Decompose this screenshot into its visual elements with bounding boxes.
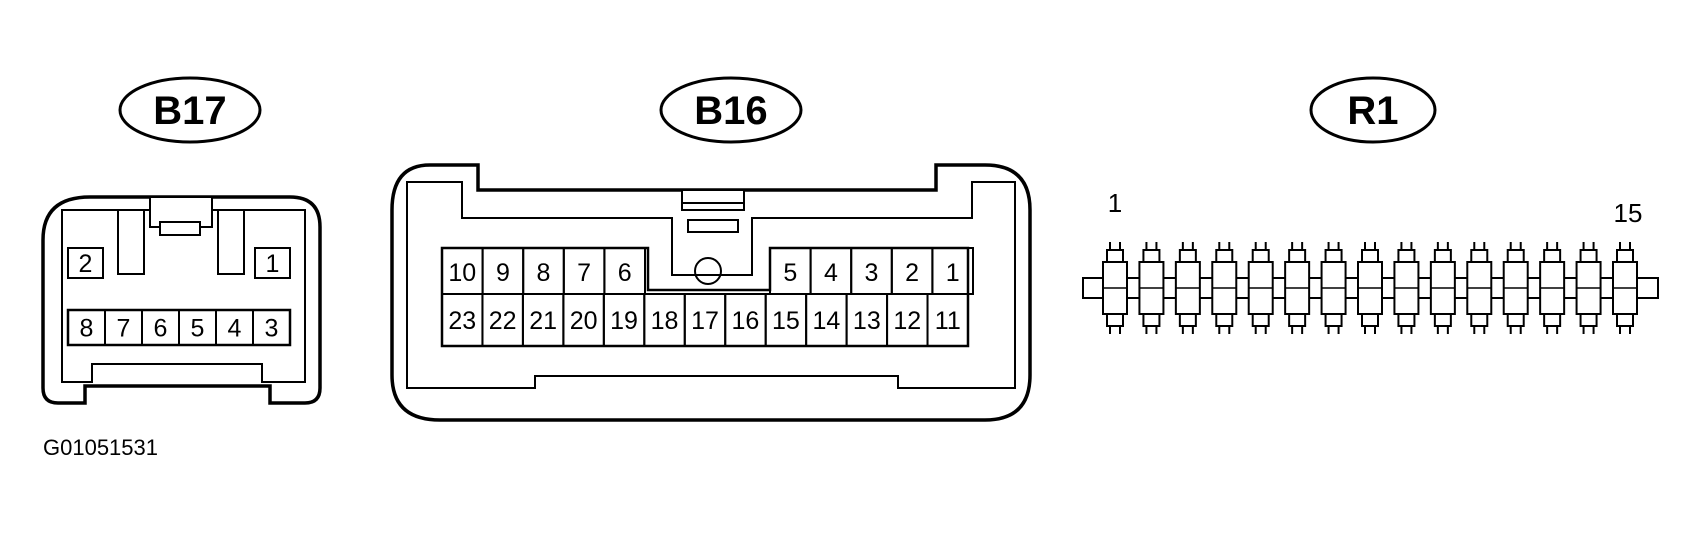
b16-pin-label: 16 — [732, 307, 760, 335]
b17-label: B17 — [153, 89, 226, 133]
b16-label-ellipse — [659, 76, 803, 144]
b16-pin-label: 22 — [489, 307, 517, 335]
b17-guide-right — [217, 209, 245, 275]
b17-guide-left — [117, 209, 145, 275]
b17-pin-label: 6 — [154, 315, 168, 343]
b17-housing-inner — [61, 209, 306, 383]
b16-pin-label: 23 — [448, 307, 476, 335]
r1-terminal — [1393, 242, 1420, 334]
b17-pin-label: 8 — [80, 315, 94, 343]
r1-terminal — [1502, 242, 1529, 334]
r1-terminal — [1466, 242, 1493, 334]
b16-pin-label: 11 — [935, 307, 961, 335]
b16-pin-label: 14 — [812, 307, 840, 335]
r1-terminal — [1429, 242, 1456, 334]
b17-pin-cell-2 — [67, 247, 104, 279]
b17-pin-label: 4 — [228, 315, 242, 343]
b16-housing-inner — [406, 181, 1016, 389]
r1-terminal — [1575, 242, 1602, 334]
b16-latch-base — [687, 219, 739, 233]
b16-pin-label: 21 — [529, 307, 557, 335]
b17-pin-label: 7 — [117, 315, 131, 343]
b16-pin-label: 10 — [448, 259, 476, 287]
b16-pin-cell — [926, 293, 969, 347]
b16-pin-label: 9 — [496, 259, 510, 287]
b17-pin-label: 1 — [266, 250, 280, 278]
b16-pin-label: 15 — [772, 307, 800, 335]
r1-terminal — [1612, 242, 1638, 334]
b16-pin-label: 18 — [651, 307, 679, 335]
b16-pin-label: 13 — [853, 307, 881, 335]
b17-pin-label: 5 — [191, 315, 205, 343]
b17-label-ellipse — [118, 76, 262, 144]
r1-terminal — [1357, 242, 1383, 334]
connector-r1: R1 1 15 — [1082, 76, 1659, 334]
b16-housing-outer — [390, 163, 1032, 422]
b17-housing-outer — [41, 195, 322, 405]
b16-polarity-circle — [694, 257, 722, 285]
b17-pin-label: 3 — [265, 315, 279, 343]
b17-latch — [159, 221, 201, 236]
r1-terminal — [1138, 242, 1165, 334]
b17-pin-cell — [252, 309, 291, 346]
r1-last-pin-label: 15 — [1614, 198, 1643, 228]
b16-pin-label: 17 — [691, 307, 719, 335]
b16-pin-label: 12 — [893, 307, 921, 335]
b16-pin-label: 20 — [570, 307, 598, 335]
r1-terminal — [1539, 242, 1566, 334]
b16-pin-label: 3 — [865, 259, 879, 287]
b16-pin-label: 8 — [537, 259, 551, 287]
b16-pin-label: 4 — [824, 259, 838, 287]
r1-terminal — [1102, 242, 1128, 334]
r1-terminal — [1174, 242, 1201, 334]
r1-first-pin-label: 1 — [1108, 188, 1122, 218]
b17-pin-label: 2 — [79, 250, 93, 278]
r1-terminal — [1320, 242, 1347, 334]
b17-pin-cell-1 — [254, 247, 291, 279]
b16-pin-label: 7 — [577, 259, 591, 287]
figure-code: G01051531 — [43, 435, 158, 460]
b16-label: B16 — [694, 89, 767, 133]
b16-pin-label: 2 — [905, 259, 919, 287]
r1-terminal — [1247, 242, 1274, 334]
r1-terminal — [1211, 242, 1238, 334]
b16-pin-label: 6 — [618, 259, 632, 287]
b16-pin-label: 5 — [783, 259, 797, 287]
b16-pin-label: 1 — [946, 259, 960, 287]
b16-pin-label: 19 — [610, 307, 638, 335]
r1-label: R1 — [1347, 89, 1398, 133]
r1-terminal — [1284, 242, 1311, 334]
r1-label-ellipse — [1309, 76, 1437, 144]
b16-top-key — [681, 189, 745, 211]
